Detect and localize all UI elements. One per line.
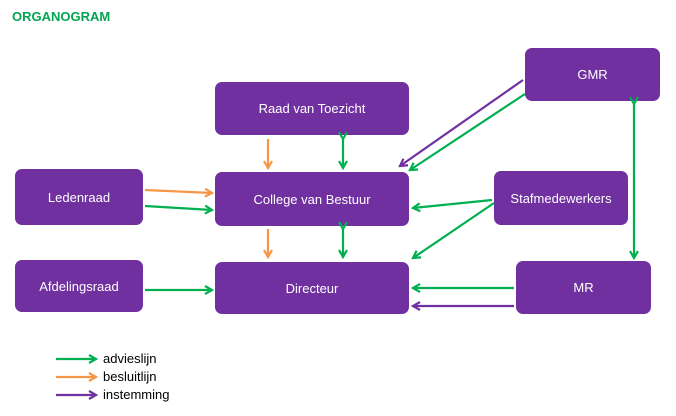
arrow-ledenraad-college-advies bbox=[144, 206, 212, 210]
arrow-gmr-college-advies bbox=[410, 93, 526, 170]
node-directeur: Directeur bbox=[215, 262, 409, 314]
arrow-gmr-college-instemming bbox=[400, 79, 524, 166]
node-college-van-bestuur: College van Bestuur bbox=[215, 172, 409, 226]
node-afdelingsraad: Afdelingsraad bbox=[15, 260, 143, 312]
legend-label-instemming: instemming bbox=[103, 387, 170, 402]
node-mr: MR bbox=[516, 261, 651, 314]
node-gmr: GMR bbox=[525, 48, 660, 101]
legend-label-besluitlijn: besluitlijn bbox=[103, 369, 157, 384]
page-title: ORGANOGRAM bbox=[12, 9, 111, 24]
arrow-staf-college-advies bbox=[413, 198, 493, 208]
node-stafmedewerkers: Stafmedewerkers bbox=[494, 171, 628, 225]
arrow-staf-directeur-advies bbox=[413, 202, 495, 258]
legend-label-advieslijn: advieslijn bbox=[103, 351, 157, 366]
node-raad-van-toezicht: Raad van Toezicht bbox=[215, 82, 409, 135]
node-ledenraad: Ledenraad bbox=[15, 169, 143, 225]
arrow-ledenraad-college-besluit bbox=[144, 190, 212, 193]
